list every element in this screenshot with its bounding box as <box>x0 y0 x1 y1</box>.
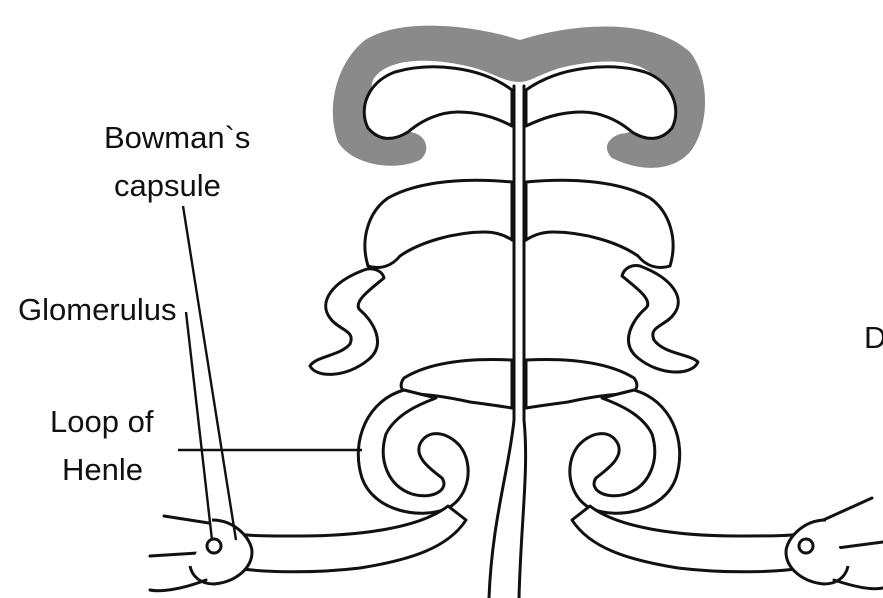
label-glomerulus: Glomerulus <box>18 294 177 325</box>
collecting-duct-right-wall <box>519 86 526 598</box>
label-loop-line2: Henle <box>62 454 143 485</box>
label-cut-off-right: D <box>864 322 883 353</box>
tubule-segments <box>236 67 802 572</box>
glomerulus-left <box>150 516 252 591</box>
convoluted-tubule-right <box>622 265 698 372</box>
proximal-tubule-right <box>572 506 802 572</box>
loop-of-henle-left <box>358 390 468 513</box>
label-bowmans-line2: capsule <box>114 170 221 201</box>
cortical-segment-left-mid <box>365 180 512 267</box>
proximal-tubule-left <box>236 506 466 572</box>
glomerulus-right <box>786 498 883 589</box>
pointer-glomerulus <box>186 312 212 540</box>
loop-of-henle-right <box>570 390 680 513</box>
collecting-duct-left-wall <box>489 86 514 598</box>
convoluted-tubule-left <box>310 269 384 375</box>
label-bowmans-line1: Bowman`s <box>104 122 250 153</box>
label-loop-line1: Loop of <box>50 406 153 437</box>
pointer-bowmans-capsule <box>183 206 236 540</box>
cortical-segment-right-top <box>526 67 676 139</box>
cortical-segment-right-mid <box>526 180 673 267</box>
cortical-segment-left-top <box>364 67 512 139</box>
